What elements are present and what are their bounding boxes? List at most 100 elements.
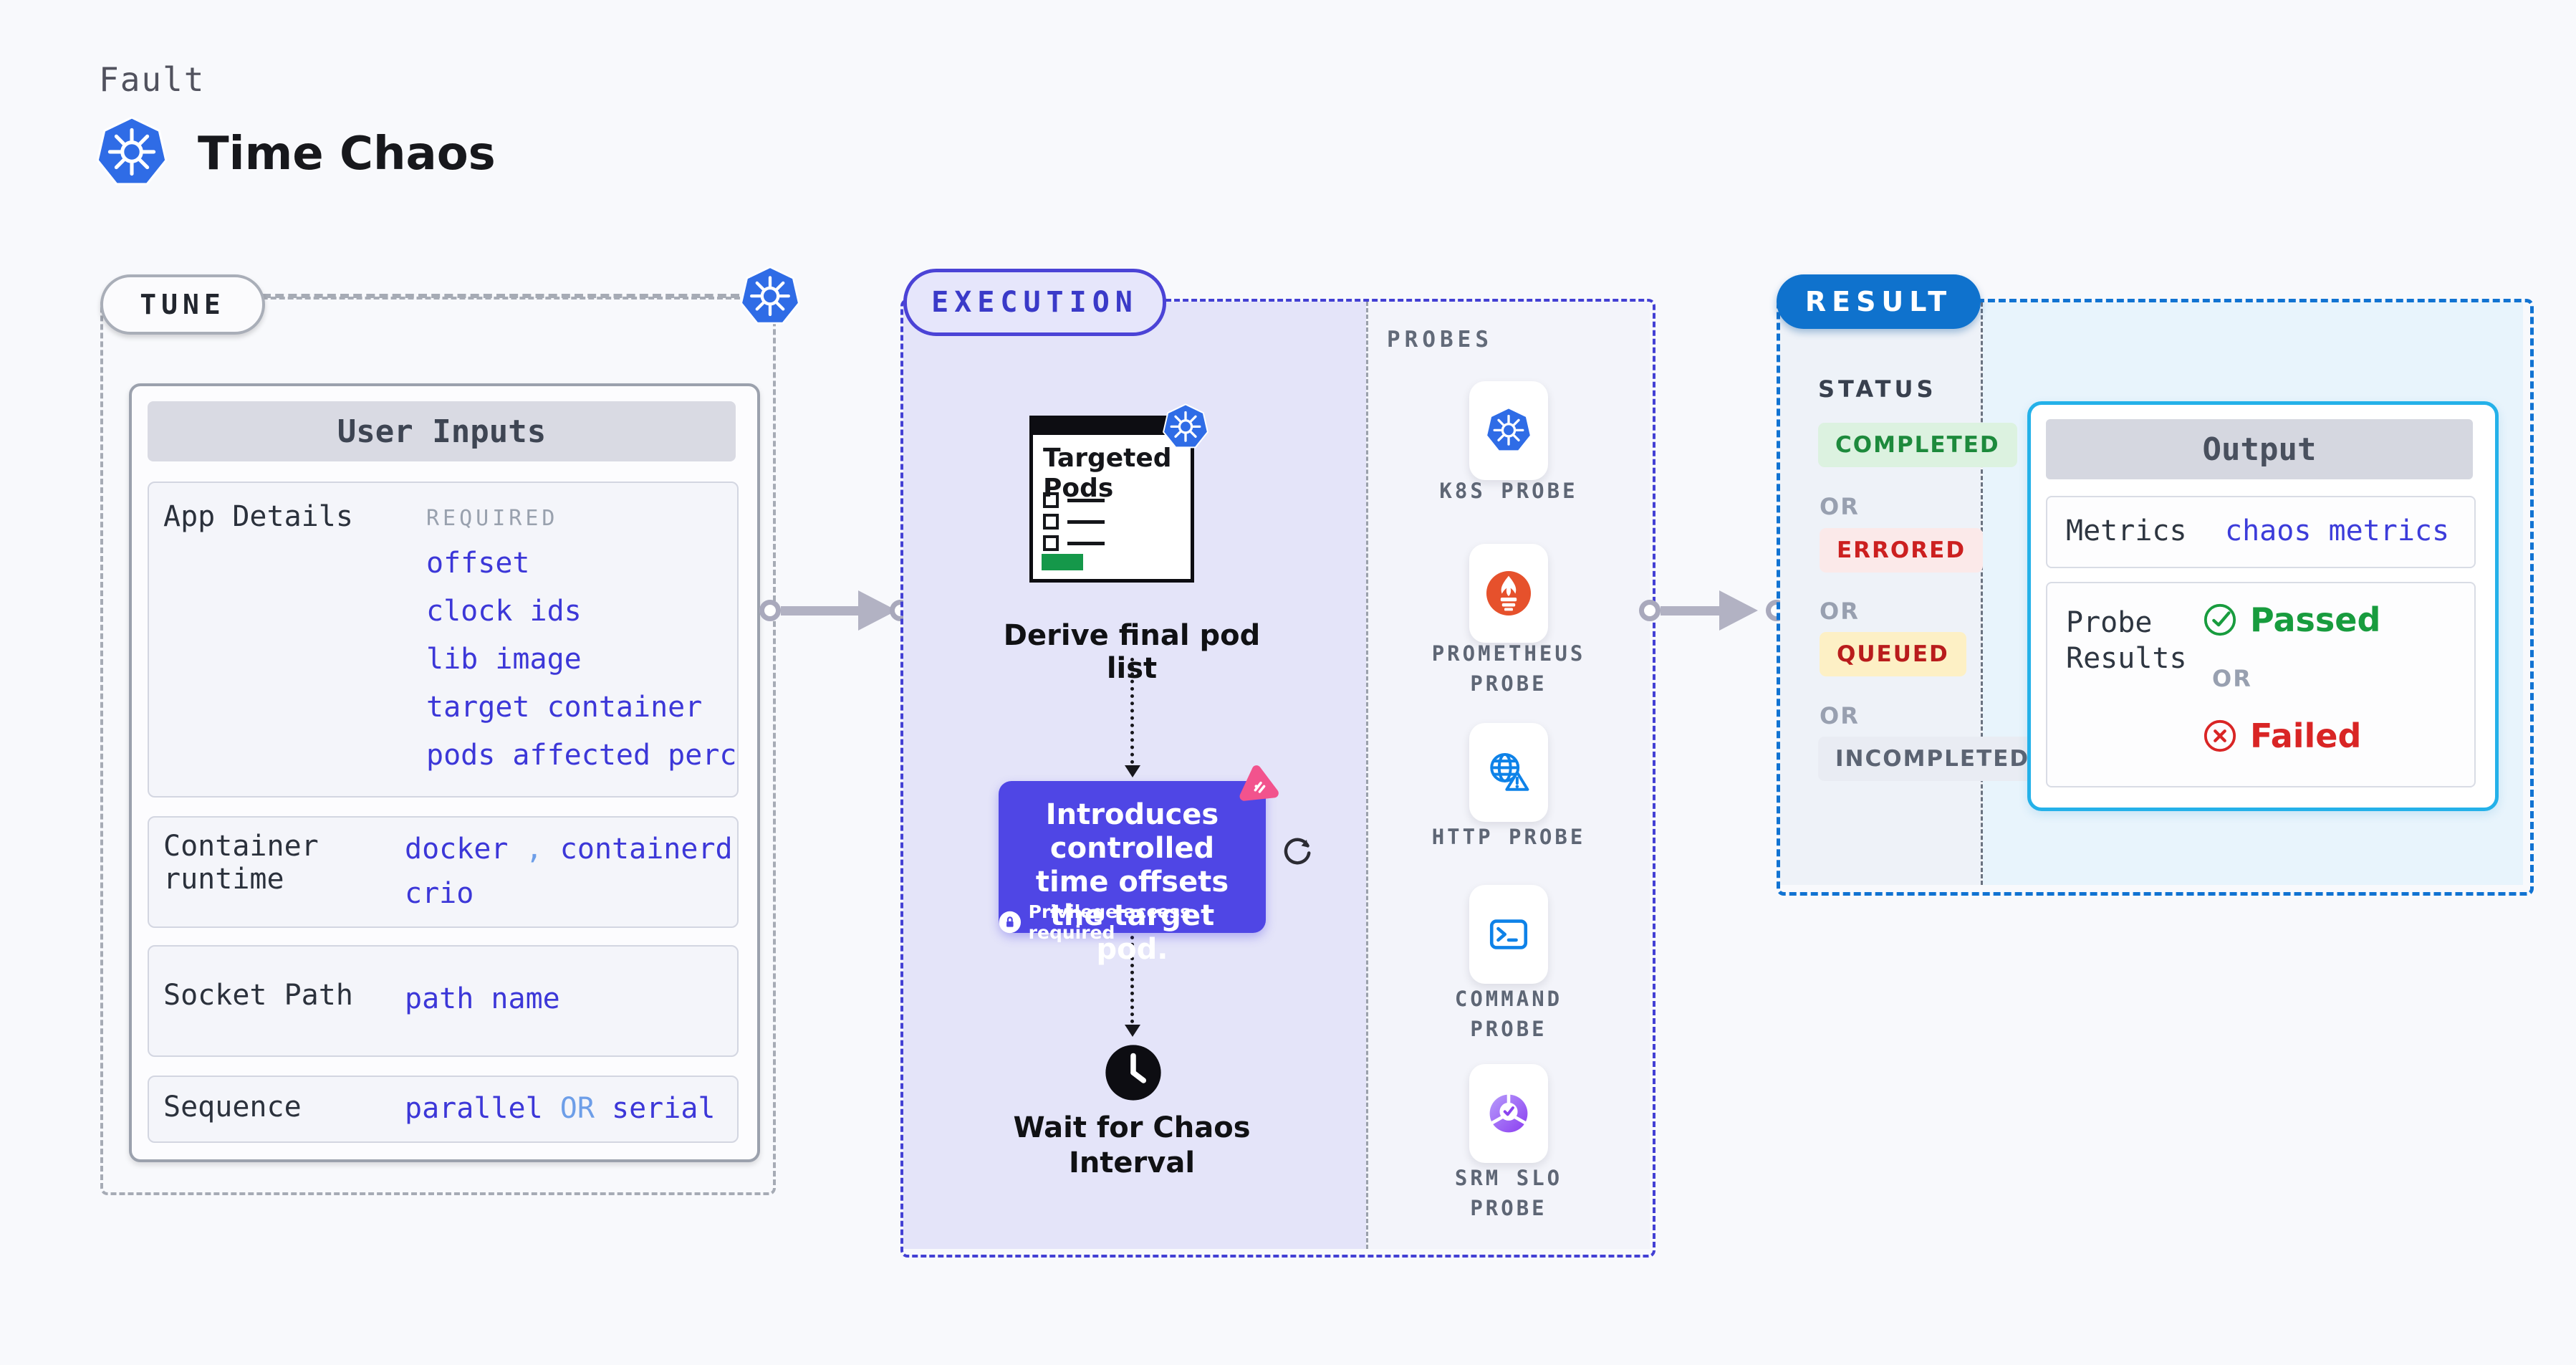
probe-label: COMMAND PROBE — [1454, 987, 1563, 1041]
probe-label: HTTP PROBE — [1431, 825, 1586, 849]
execution-pill: EXECUTION — [903, 269, 1166, 336]
slo-donut-check-icon — [1485, 1090, 1532, 1137]
sequence-parallel[interactable]: parallel — [405, 1092, 543, 1125]
or-label: OR — [2212, 665, 2252, 692]
or-label: OR — [1820, 598, 1860, 625]
kubernetes-icon — [739, 265, 801, 328]
connector-dot — [1639, 600, 1661, 621]
probe-command — [1469, 885, 1548, 984]
runtime-separator: , — [525, 833, 543, 866]
fault-eyebrow: Fault — [99, 60, 206, 99]
runtime-docker[interactable]: docker — [405, 833, 509, 866]
execution-to-result-arrow-line — [1661, 606, 1722, 616]
result-pill: RESULT — [1777, 274, 1981, 329]
sequence-label: Sequence — [163, 1091, 302, 1124]
app-details-label: App Details — [163, 500, 353, 533]
wait-interval-label: Wait for Chaos Interval — [1013, 1111, 1251, 1179]
runtime-containerd[interactable]: containerd — [559, 833, 733, 866]
x-circle-icon — [2203, 719, 2237, 753]
page-title: Time Chaos — [198, 128, 496, 181]
refresh-icon — [1277, 830, 1317, 870]
pod-list-item — [1043, 535, 1105, 551]
container-runtime-label: Container runtime — [163, 830, 319, 896]
targeted-pods-title: Targeted Pods — [1043, 444, 1172, 503]
status-badge-queued: QUEUED — [1820, 632, 1966, 676]
probes-header: PROBES — [1387, 327, 1493, 353]
sequence-serial[interactable]: serial — [612, 1092, 716, 1125]
probe-results-row — [2046, 582, 2476, 787]
lock-icon — [999, 910, 1022, 934]
socket-path-label: Socket Path — [163, 979, 353, 1012]
probe-label: SRM SLO PROBE — [1454, 1166, 1563, 1220]
probe-label: K8S PROBE — [1439, 479, 1578, 503]
prometheus-icon — [1485, 570, 1532, 617]
tune-pill: TUNE — [100, 274, 265, 335]
checkbox-icon — [1043, 492, 1059, 508]
probe-k8s — [1469, 381, 1548, 480]
tune-dashed-connector — [262, 294, 739, 298]
socket-path-value[interactable]: path name — [405, 982, 560, 1015]
targeted-pods-titlebar — [1033, 419, 1191, 435]
tooltip-text: Introduces controlled time offsets the t… — [1035, 798, 1229, 966]
kubernetes-icon — [1485, 407, 1532, 454]
status-column-background — [1780, 302, 1981, 885]
globe-warning-icon — [1485, 749, 1532, 796]
metrics-label: Metrics — [2066, 514, 2187, 547]
probe-prometheus — [1469, 544, 1548, 643]
flow-arrowhead — [1125, 1025, 1140, 1037]
link-lib-image[interactable]: lib image — [426, 643, 582, 676]
container-runtime-row — [148, 816, 739, 928]
clock-icon — [1103, 1043, 1163, 1103]
check-circle-icon — [2203, 603, 2237, 637]
link-clock-ids[interactable]: clock ids — [426, 595, 582, 628]
output-header: Output — [2046, 419, 2473, 479]
flow-dotted-line — [1130, 936, 1134, 1023]
runtime-crio[interactable]: crio — [405, 877, 474, 910]
flow-dotted-line — [1130, 658, 1134, 764]
failed-verdict: Failed — [2203, 717, 2361, 755]
tune-to-execution-arrow-line — [781, 606, 861, 616]
probe-label: PROMETHEUS PROBE — [1431, 641, 1586, 696]
app-details-row — [148, 482, 739, 798]
privilege-note: Privilege access required — [1028, 901, 1191, 943]
terminal-icon — [1485, 911, 1532, 958]
checkbox-icon — [1043, 514, 1059, 530]
metrics-value[interactable]: chaos metrics — [2225, 514, 2450, 547]
link-offset[interactable]: offset — [426, 547, 530, 580]
failed-label: Failed — [2250, 717, 2362, 755]
pod-list-item — [1043, 492, 1105, 508]
kubernetes-icon — [95, 115, 168, 191]
status-badge-incompleted: INCOMPLETED — [1818, 737, 2047, 781]
probe-results-label: Probe Results — [2066, 606, 2187, 675]
container-runtime-values: docker , containerd — [405, 833, 733, 866]
status-output-separator — [1981, 302, 1983, 885]
flow-arrowhead — [1125, 765, 1140, 777]
chaos-tooltip-card: Introduces controlled time offsets the t… — [999, 781, 1266, 966]
passed-label: Passed — [2250, 600, 2381, 639]
required-tag: REQUIRED — [426, 506, 559, 531]
probes-separator — [1366, 302, 1368, 1249]
tooltip-note-row: Privilege access required — [999, 901, 1266, 943]
or-label: OR — [1820, 493, 1860, 520]
socket-path-row — [148, 945, 739, 1057]
or-label: OR — [1820, 702, 1860, 729]
status-badge-errored: ERRORED — [1820, 528, 1984, 573]
user-inputs-header: User Inputs — [148, 401, 736, 461]
status-header: STATUS — [1818, 375, 1937, 403]
progress-bar — [1042, 554, 1083, 570]
targeted-pods-card: Targeted Pods — [1029, 416, 1194, 583]
pod-line — [1067, 519, 1105, 524]
probe-srm-slo — [1469, 1064, 1548, 1163]
sequence-row — [148, 1076, 739, 1143]
pod-line — [1067, 541, 1105, 545]
sequence-or: OR — [559, 1092, 595, 1125]
link-pods-affected-perc[interactable]: pods affected perc — [426, 739, 737, 772]
passed-verdict: Passed — [2203, 600, 2380, 639]
connector-dot — [759, 600, 781, 621]
litmus-chaos-icon — [1235, 760, 1281, 806]
probe-http — [1469, 723, 1548, 822]
checkbox-icon — [1043, 535, 1059, 551]
link-target-container[interactable]: target container — [426, 691, 703, 724]
sequence-values: parallel OR serial — [405, 1092, 716, 1125]
execution-to-result-arrow-head — [1719, 590, 1758, 631]
